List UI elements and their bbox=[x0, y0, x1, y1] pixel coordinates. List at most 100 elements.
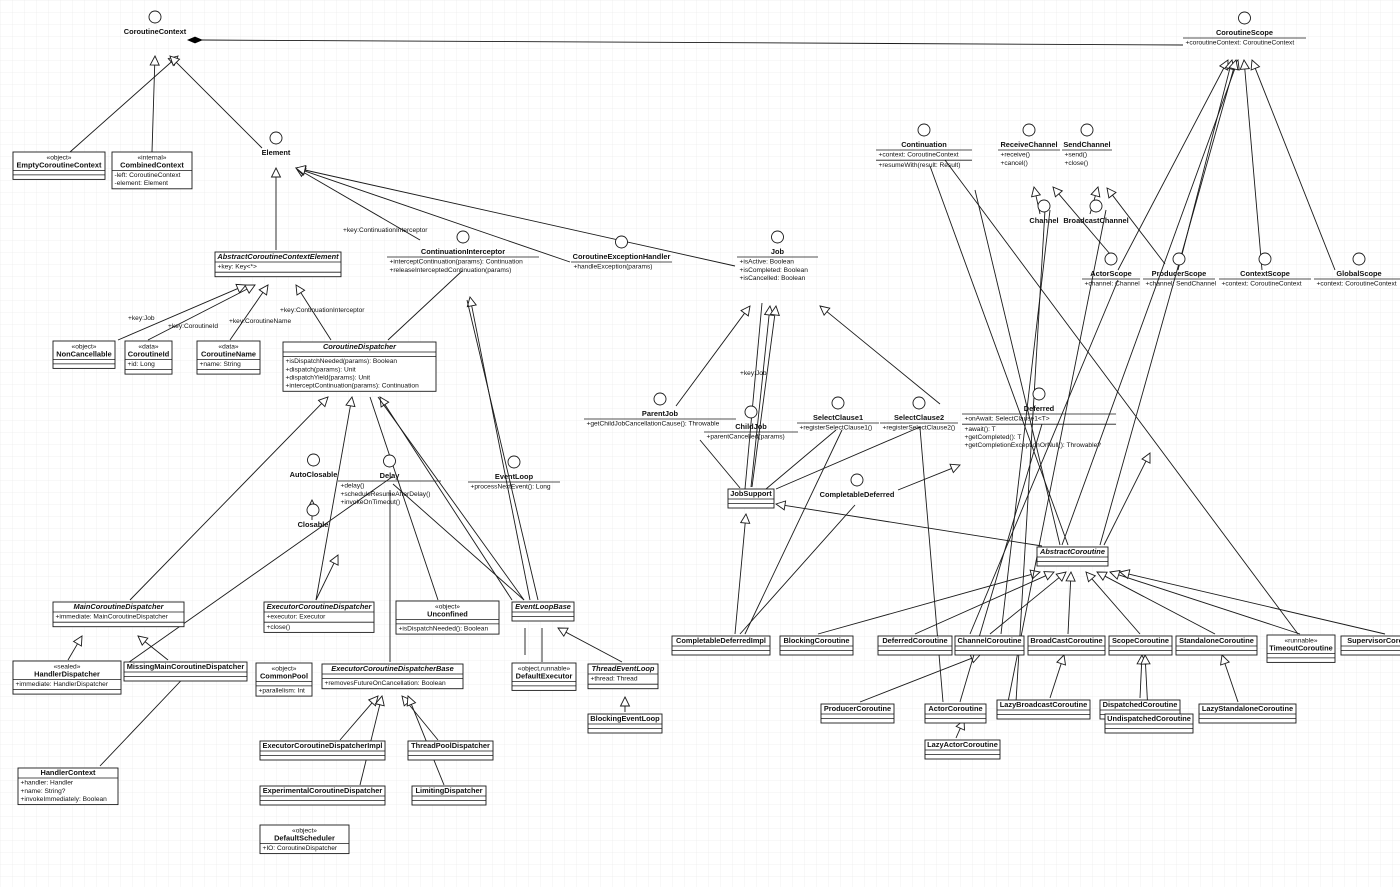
class-completable-deferred[interactable]: CompletableDeferred bbox=[820, 473, 895, 499]
interface-lollipop-icon bbox=[615, 235, 628, 249]
class-member: +invokeImmediately: Boolean bbox=[21, 796, 108, 803]
association-line bbox=[744, 429, 843, 635]
class-delay[interactable]: Delay+delay()+scheduleResumeAfterDelay()… bbox=[338, 454, 441, 506]
class-auto-closable[interactable]: AutoClosable bbox=[290, 453, 338, 479]
class-empty-coroutine-context[interactable]: «object»EmptyCoroutineContext bbox=[12, 151, 106, 180]
interface-lollipop-icon bbox=[1258, 252, 1272, 266]
class-timeout-coroutine[interactable]: «runnable»TimeoutCoroutine bbox=[1266, 634, 1336, 663]
class-standalone-coroutine[interactable]: StandaloneCoroutine bbox=[1175, 635, 1258, 656]
class-coroutine-name[interactable]: «data»CoroutineName+name: String bbox=[196, 340, 261, 375]
class-event-loop-base[interactable]: EventLoopBase bbox=[511, 601, 575, 622]
class-name: Delay bbox=[380, 471, 401, 480]
class-nodes: CoroutineContext «object»EmptyCoroutineCo… bbox=[12, 10, 1400, 855]
class-abstract-coroutine[interactable]: AbstractCoroutine bbox=[1036, 546, 1109, 567]
class-continuation[interactable]: Continuation+context: CoroutineContext+r… bbox=[876, 123, 972, 169]
class-default-executor[interactable]: «object,runnable»DefaultExecutor bbox=[511, 662, 577, 691]
class-name: JobSupport bbox=[730, 489, 772, 498]
class-name: EventLoop bbox=[495, 472, 534, 481]
class-limiting-dispatcher[interactable]: LimitingDispatcher bbox=[411, 785, 487, 806]
class-stereotype: «data» bbox=[138, 344, 159, 351]
class-lazy-actor-coroutine[interactable]: LazyActorCoroutine bbox=[924, 739, 1001, 760]
class-coroutine-id[interactable]: «data»CoroutineId+id: Long bbox=[124, 340, 173, 375]
class-thread-pool-dispatcher[interactable]: ThreadPoolDispatcher bbox=[407, 740, 494, 761]
generalization-line bbox=[675, 312, 745, 407]
class-lazy-standalone-coroutine[interactable]: LazyStandaloneCoroutine bbox=[1198, 703, 1297, 724]
generalization-line bbox=[826, 311, 941, 405]
association-line bbox=[466, 299, 539, 601]
class-child-job[interactable]: ChildJob+parentCancelled(params) bbox=[704, 405, 798, 441]
class-deferred-coroutine[interactable]: DeferredCoroutine bbox=[877, 635, 953, 656]
generalization-line bbox=[1139, 663, 1143, 699]
class-element[interactable]: Element bbox=[262, 131, 291, 157]
class-member: +registerSelectClause2() bbox=[883, 425, 956, 432]
class-member: +name: String? bbox=[21, 788, 66, 795]
class-supervisor-coroutine[interactable]: SupervisorCoroutine bbox=[1340, 635, 1400, 656]
class-abstract-coroutine-context-element[interactable]: AbstractCoroutineContextElement+key: Key… bbox=[214, 251, 342, 278]
class-default-scheduler[interactable]: «object»DefaultScheduler+IO: CoroutineDi… bbox=[259, 824, 350, 855]
class-job[interactable]: Job+isActive: Boolean+isCompleted: Boole… bbox=[737, 230, 818, 282]
class-name: BroadCastCoroutine bbox=[1030, 636, 1102, 645]
class-deferred[interactable]: Deferred+onAwait: SelectClause1<T>+await… bbox=[962, 387, 1116, 449]
class-closable[interactable]: Closable bbox=[298, 503, 329, 529]
class-broadcast-channel[interactable]: BroadcastChannel bbox=[1063, 199, 1129, 225]
class-completable-deferred-impl[interactable]: CompletableDeferredImpl bbox=[671, 635, 771, 656]
class-member: -left: CoroutineContext bbox=[115, 172, 181, 179]
class-name: CoroutineName bbox=[201, 349, 256, 358]
class-coroutine-context[interactable]: CoroutineContext bbox=[124, 10, 187, 36]
class-select-clause2[interactable]: SelectClause2+registerSelectClause2() bbox=[880, 396, 958, 432]
class-name: ActorCoroutine bbox=[928, 704, 982, 713]
class-context-scope[interactable]: ContextScope+context: CoroutineContext bbox=[1219, 252, 1311, 288]
class-producer-coroutine[interactable]: ProducerCoroutine bbox=[820, 703, 895, 724]
class-channel[interactable]: Channel bbox=[1029, 199, 1059, 225]
generalization-line bbox=[151, 64, 156, 153]
interface-lollipop-icon bbox=[456, 230, 470, 244]
class-send-channel[interactable]: SendChannel+send()+close() bbox=[1062, 123, 1112, 167]
class-blocking-coroutine[interactable]: BlockingCoroutine bbox=[779, 635, 854, 656]
class-event-loop[interactable]: EventLoop+processNextEvent(): Long bbox=[468, 455, 560, 491]
class-executor-coroutine-dispatcher-base[interactable]: ExecutorCoroutineDispatcherBase+removesF… bbox=[321, 663, 464, 690]
class-member: +releaseInterceptedContinuation(params) bbox=[390, 267, 512, 274]
class-receive-channel[interactable]: ReceiveChannel+receive()+cancel() bbox=[998, 123, 1060, 167]
class-handler-context[interactable]: HandlerContext+handler: Handler+name: St… bbox=[17, 767, 119, 806]
class-parent-job[interactable]: ParentJob+getChildJobCancellationCause()… bbox=[584, 392, 736, 428]
class-coroutine-dispatcher[interactable]: CoroutineDispatcher+isDispatchNeeded(par… bbox=[282, 341, 437, 392]
class-executor-coroutine-dispatcher-impl[interactable]: ExecutorCoroutineDispatcherImpl bbox=[259, 740, 386, 761]
class-coroutine-exception-handler[interactable]: CoroutineExceptionHandler+handleExceptio… bbox=[571, 235, 672, 271]
class-actor-scope[interactable]: ActorScope+channel: Channel bbox=[1082, 252, 1140, 288]
class-name: ParentJob bbox=[642, 409, 679, 418]
class-unconfined[interactable]: «object»Unconfined+isDispatchNeeded(): B… bbox=[395, 600, 500, 635]
class-executor-coroutine-dispatcher[interactable]: ExecutorCoroutineDispatcher+executor: Ex… bbox=[263, 601, 375, 633]
class-experimental-coroutine-dispatcher[interactable]: ExperimentalCoroutineDispatcher bbox=[259, 785, 386, 806]
class-box bbox=[282, 341, 437, 392]
class-main-coroutine-dispatcher[interactable]: MainCoroutineDispatcher+immediate: MainC… bbox=[52, 601, 185, 628]
generalization-line bbox=[1254, 68, 1336, 271]
class-member: +parallelism: Int bbox=[259, 688, 306, 695]
class-name: EventLoopBase bbox=[515, 602, 571, 611]
class-non-cancellable[interactable]: «object»NonCancellable bbox=[52, 340, 116, 369]
class-producer-scope[interactable]: ProducerScope+channel: SendChannel bbox=[1143, 252, 1217, 288]
class-broad-cast-coroutine[interactable]: BroadCastCoroutine bbox=[1027, 635, 1106, 656]
generalization-arrowhead-icon bbox=[1228, 59, 1239, 71]
generalization-line bbox=[955, 728, 961, 739]
class-coroutine-scope[interactable]: CoroutineScope+coroutineContext: Corouti… bbox=[1183, 11, 1306, 47]
class-global-scope[interactable]: GlobalScope+context: CoroutineContext bbox=[1314, 252, 1400, 288]
class-thread-event-loop[interactable]: ThreadEventLoop+thread: Thread bbox=[587, 663, 659, 690]
class-channel-coroutine[interactable]: ChannelCoroutine bbox=[954, 635, 1025, 656]
class-handler-dispatcher[interactable]: «sealed»HandlerDispatcher+immediate: Han… bbox=[12, 660, 122, 695]
class-select-clause1[interactable]: SelectClause1+registerSelectClause1() bbox=[797, 396, 879, 432]
class-continuation-interceptor[interactable]: ContinuationInterceptor+interceptContinu… bbox=[387, 230, 539, 274]
association-line bbox=[744, 302, 763, 490]
class-undispatched-coroutine[interactable]: UndispatchedCoroutine bbox=[1104, 713, 1194, 734]
class-actor-coroutine[interactable]: ActorCoroutine bbox=[924, 703, 987, 724]
class-job-support[interactable]: JobSupport bbox=[727, 488, 775, 509]
class-blocking-event-loop[interactable]: BlockingEventLoop bbox=[587, 713, 663, 734]
class-lazy-broadcast-coroutine[interactable]: LazyBroadcastCoroutine bbox=[996, 699, 1091, 720]
class-combined-context[interactable]: «internal»CombinedContext-left: Coroutin… bbox=[111, 151, 193, 190]
class-name: ExecutorCoroutineDispatcherImpl bbox=[263, 741, 383, 750]
association-line bbox=[699, 439, 741, 489]
class-stereotype: «runnable» bbox=[1285, 638, 1318, 645]
class-missing-main-coroutine-dispatcher[interactable]: MissingMainCoroutineDispatcher bbox=[123, 661, 248, 682]
class-scope-coroutine[interactable]: ScopeCoroutine bbox=[1108, 635, 1173, 656]
class-common-pool[interactable]: «object»CommonPool+parallelism: Int bbox=[255, 662, 313, 697]
class-member: +IO: CoroutineDispatcher bbox=[263, 845, 338, 852]
